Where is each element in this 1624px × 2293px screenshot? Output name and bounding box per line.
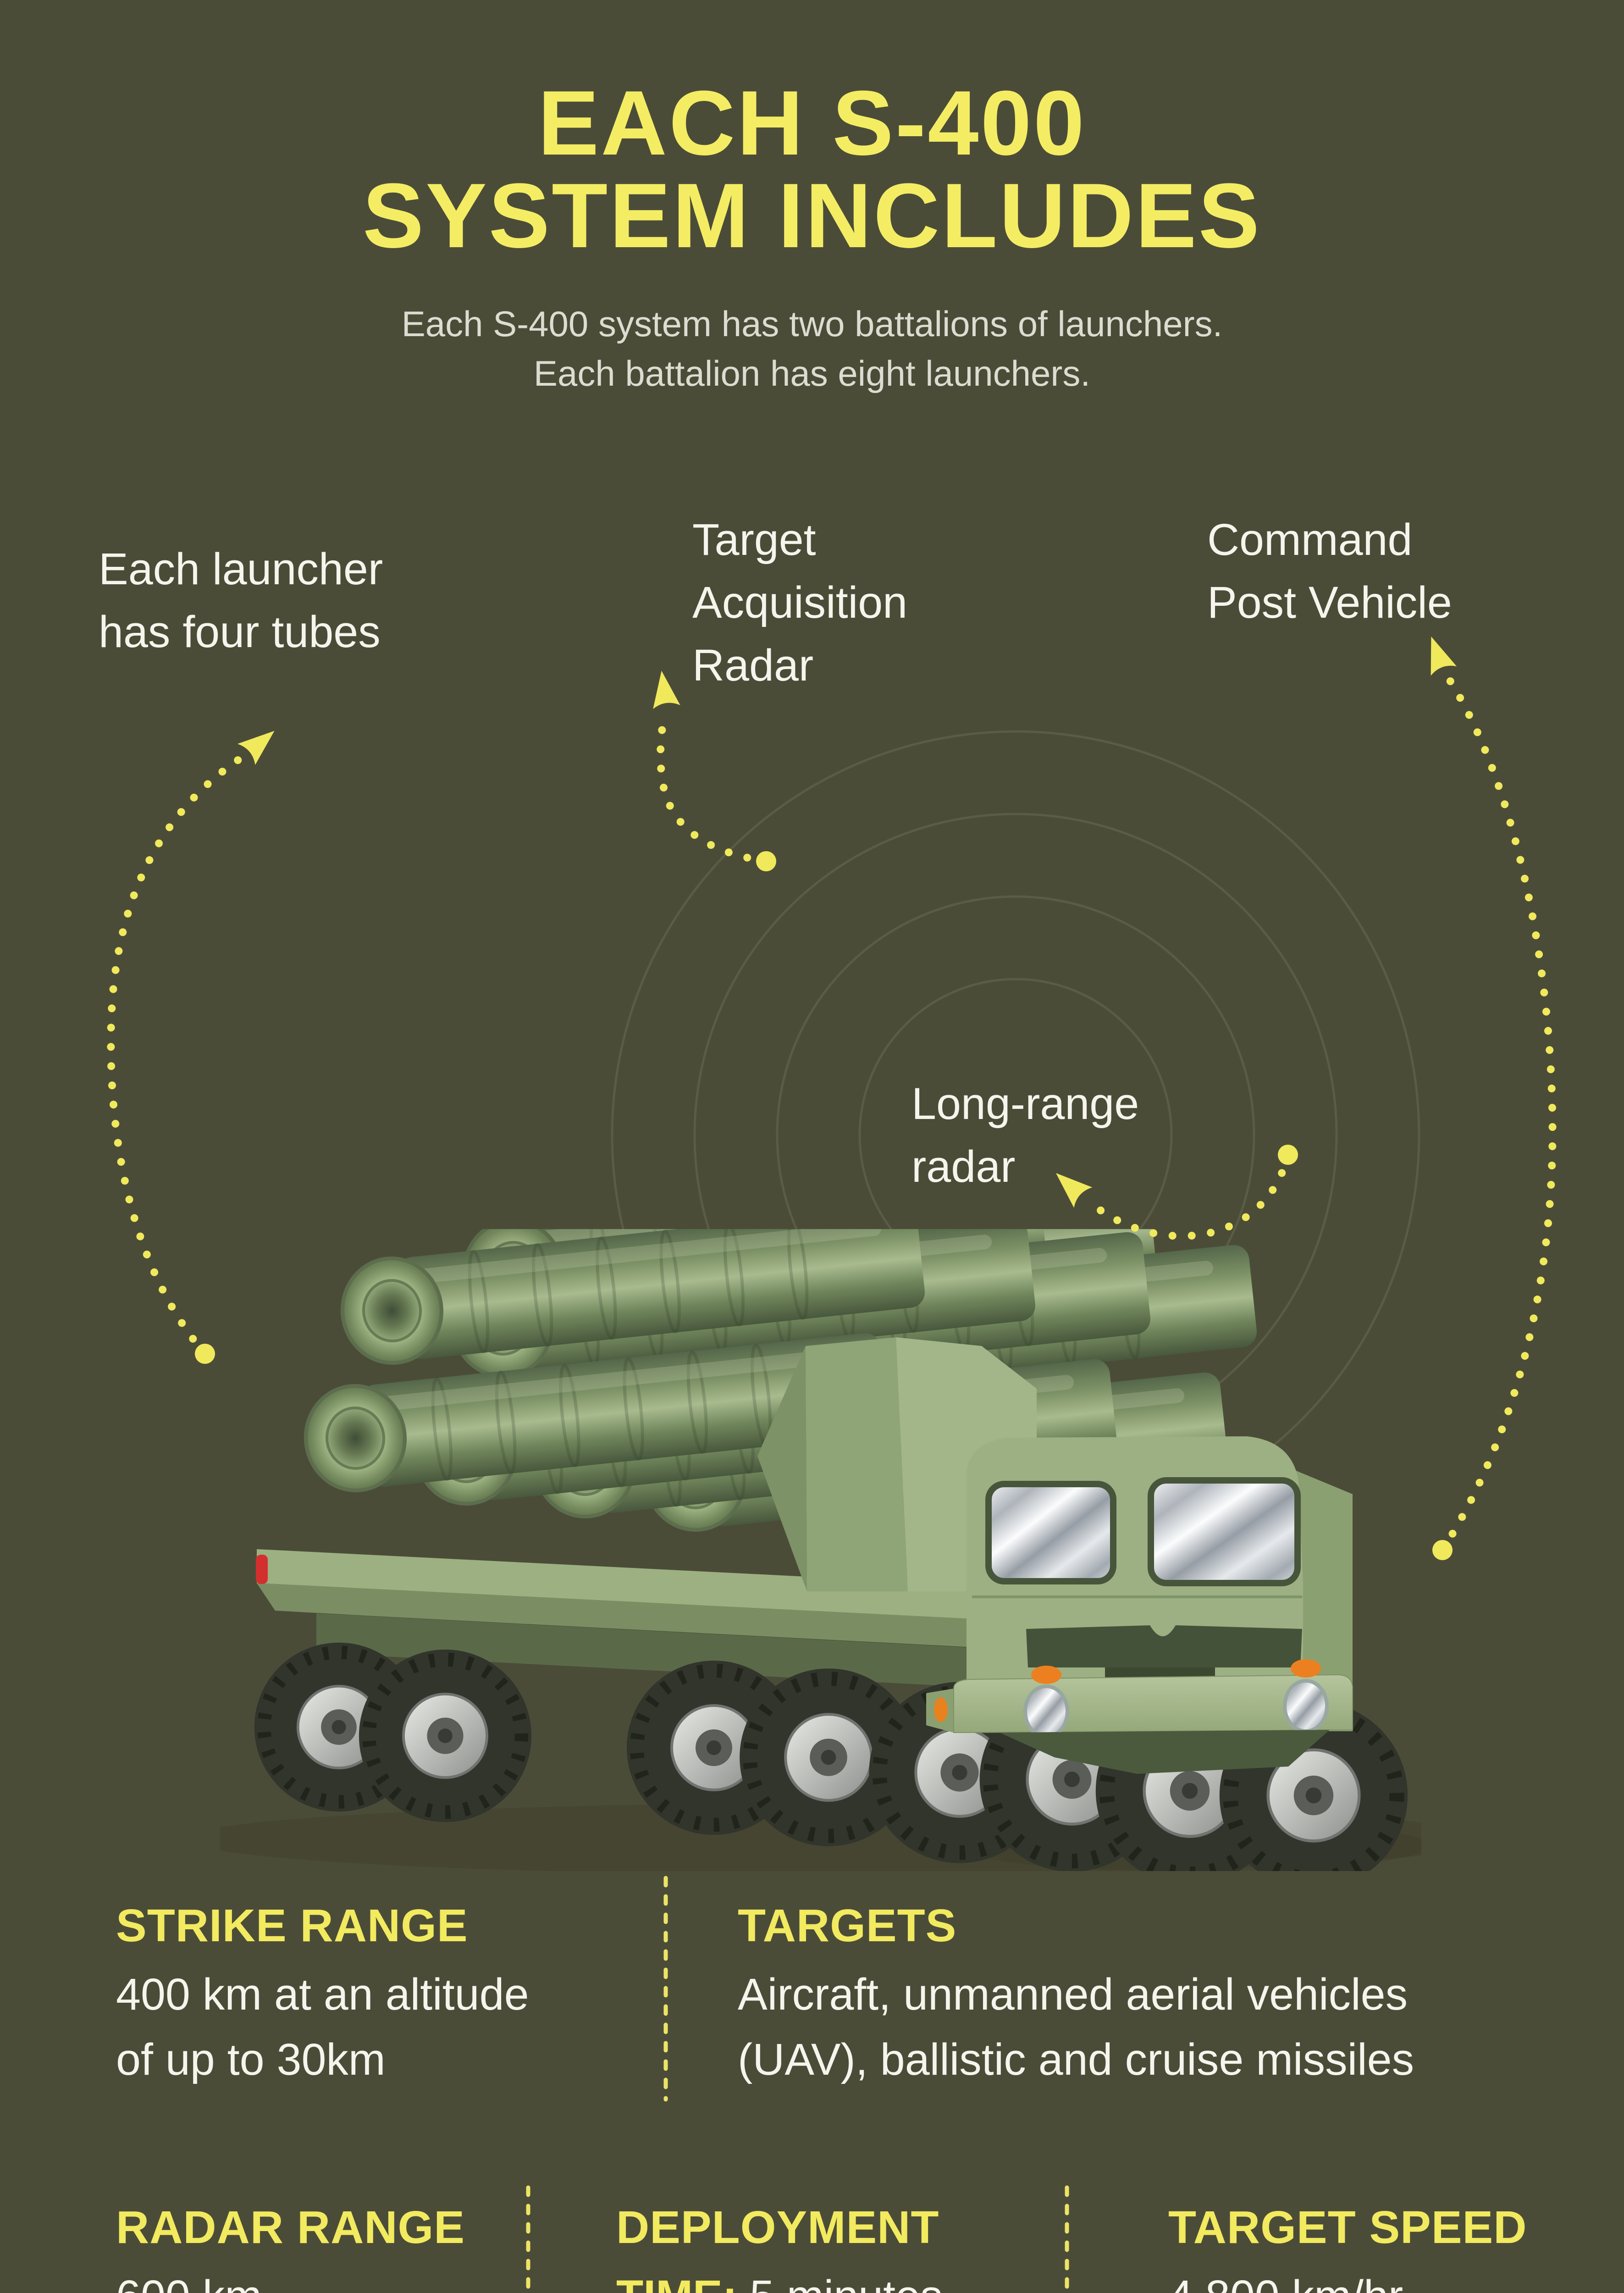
callout-longrange-line1: Long-range (911, 1079, 1139, 1129)
deployment-value: TIME: 5 minutes (616, 2264, 943, 2293)
arrowhead-command-icon (1431, 636, 1457, 676)
callout-launcher-tubes: Each launcher has four tubes (99, 537, 383, 663)
indicator-right-icon (1291, 1659, 1321, 1678)
grille (1026, 1625, 1302, 1667)
side-indicator-icon (934, 1697, 948, 1722)
targets-value: Aircraft, unmanned aerial vehicles (UAV)… (738, 1962, 1414, 2092)
callout-long-range-radar: Long-range radar (911, 1072, 1139, 1198)
callout-launcher-line2: has four tubes (99, 607, 381, 657)
callout-command-line1: Command (1207, 515, 1413, 565)
title-line1: EACH S-400 (538, 72, 1086, 174)
strike-range-value-line1: 400 km at an altitude (116, 1969, 529, 2019)
subtitle-line1: Each S-400 system has two battalions of … (401, 304, 1223, 344)
targets-label: TARGETS (738, 1900, 957, 1951)
strike-range-label: STRIKE RANGE (116, 1900, 468, 1951)
callout-acquisition-radar: Target Acquisition Radar (692, 508, 907, 697)
targets-value-line1: Aircraft, unmanned aerial vehicles (738, 1969, 1408, 2019)
arrow-acquisition (657, 709, 770, 865)
target-speed-value: 4,800 km/hr (1168, 2264, 1403, 2293)
arrow-launcher-origin-dot (195, 1344, 215, 1364)
callout-command-post: Command Post Vehicle (1207, 508, 1452, 634)
target-speed-label: TARGET SPEED (1168, 2202, 1527, 2253)
callout-acquisition-line3: Radar (692, 640, 814, 690)
front-apron (1000, 1730, 1330, 1774)
deployment-time-value: 5 minutes (750, 2271, 943, 2293)
arrow-acquisition-origin-dot (756, 851, 776, 871)
indicator-left-icon (1031, 1666, 1061, 1684)
title-line2: SYSTEM INCLUDES (362, 165, 1262, 267)
arrow-longrange (1082, 1151, 1292, 1240)
callout-acquisition-line2: Acquisition (692, 577, 908, 627)
radar-range-label: RADAR RANGE (116, 2202, 465, 2253)
strike-range-value-line2: of up to 30km (116, 2034, 386, 2084)
callout-launcher-line1: Each launcher (99, 544, 383, 594)
tail-light (256, 1555, 268, 1584)
strike-range-value: 400 km at an altitude of up to 30km (116, 1962, 529, 2092)
deployment-time-label: TIME: (616, 2271, 737, 2293)
s400-truck-illustration (220, 1229, 1421, 1871)
arrow-command (1438, 669, 1557, 1554)
arrowhead-launcher-icon (237, 731, 275, 765)
targets-value-line2: (UAV), ballistic and cruise missiles (738, 2034, 1414, 2084)
callout-longrange-line2: radar (911, 1141, 1016, 1191)
callout-acquisition-line1: Target (692, 515, 816, 565)
page-title: EACH S-400 SYSTEM INCLUDES (0, 77, 1624, 262)
arrow-launcher (107, 751, 250, 1358)
windshield-right (1148, 1477, 1301, 1586)
subtitle-line2: Each battalion has eight launchers. (533, 353, 1091, 393)
truck-cab (926, 1436, 1353, 1774)
arrow-longrange-origin-dot (1278, 1145, 1298, 1165)
radar-range-value: 600 km (116, 2264, 262, 2293)
page-subtitle: Each S-400 system has two battalions of … (0, 299, 1624, 398)
deployment-label: DEPLOYMENT (616, 2202, 939, 2253)
windshield-left (985, 1481, 1116, 1584)
arrowhead-longrange-icon (1055, 1173, 1093, 1208)
callout-command-line2: Post Vehicle (1207, 577, 1452, 627)
arrowhead-acquisition-icon (653, 670, 680, 709)
arrow-command-origin-dot (1432, 1540, 1453, 1560)
